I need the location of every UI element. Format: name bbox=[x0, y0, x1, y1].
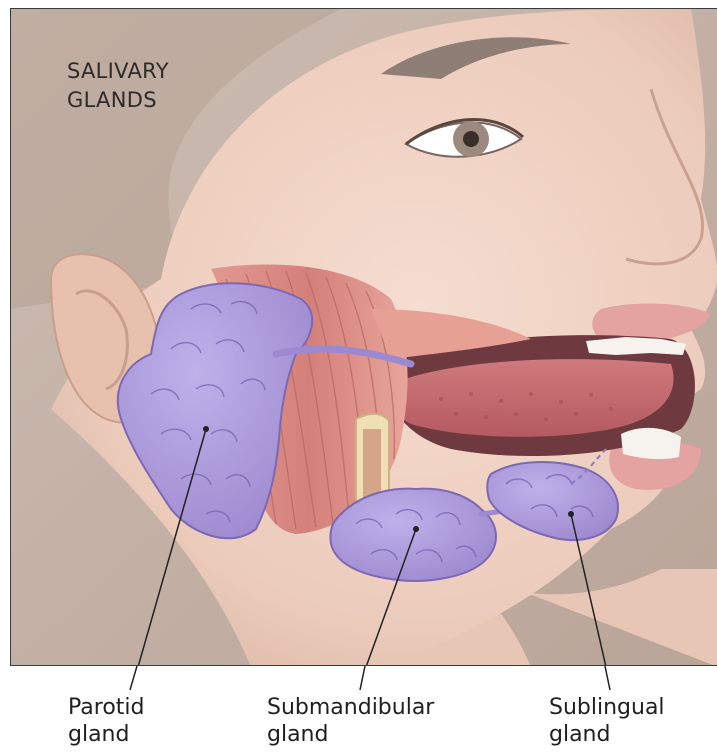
title-line-1: SALIVARY bbox=[67, 59, 169, 83]
parotid-leader-dot bbox=[203, 426, 209, 432]
sublingual-leader-dot bbox=[568, 511, 574, 517]
lower-teeth bbox=[621, 428, 681, 459]
parotid-label-line2: gland bbox=[68, 721, 144, 748]
submandibular-leader-dot bbox=[413, 526, 419, 532]
parotid-label-line1: Parotid bbox=[68, 694, 144, 721]
sublingual-label-line1: Sublingual bbox=[549, 694, 665, 721]
sublingual-gland-label: Sublingual gland bbox=[549, 694, 665, 748]
submandibular-gland-label: Submandibular gland bbox=[267, 694, 434, 748]
submandibular-label-line2: gland bbox=[267, 721, 434, 748]
parotid-gland-label: Parotid gland bbox=[68, 694, 144, 748]
submandibular-label-line1: Submandibular bbox=[267, 694, 434, 721]
pupil bbox=[463, 131, 479, 147]
salivary-glands-illustration: SALIVARY GLANDS bbox=[10, 8, 717, 666]
sublingual-label-line2: gland bbox=[549, 721, 665, 748]
title-line-2: GLANDS bbox=[67, 88, 157, 112]
